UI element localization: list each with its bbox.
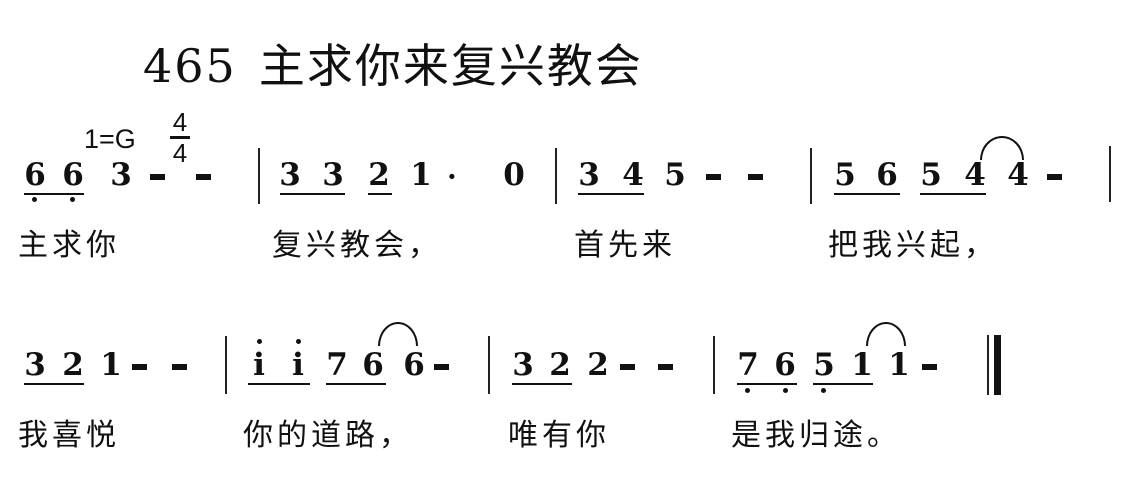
tie-arc xyxy=(378,322,418,346)
hold-dash xyxy=(620,364,635,370)
eighth-underline xyxy=(578,193,644,195)
eighth-underline xyxy=(737,383,797,385)
note: 2 xyxy=(368,157,390,193)
eighth-underline xyxy=(24,193,84,195)
note: 5 xyxy=(920,157,942,193)
note: 7 xyxy=(737,347,759,383)
note: 4 xyxy=(1007,157,1029,193)
note: i xyxy=(292,347,304,383)
eighth-underline xyxy=(248,383,310,385)
final-barline-thin xyxy=(987,335,989,395)
note: 5 xyxy=(813,347,835,383)
low-octave-dot xyxy=(783,388,788,393)
note: 1 xyxy=(100,347,122,383)
eighth-underline xyxy=(920,193,986,195)
hold-dash xyxy=(150,174,165,180)
time-sig-divider xyxy=(170,136,190,139)
lyric: 把我兴起， xyxy=(828,228,998,263)
song-title: 465 主求你来复兴教会 xyxy=(143,30,643,96)
eighth-underline xyxy=(813,383,873,385)
barline xyxy=(258,148,260,204)
note: 7 xyxy=(326,347,348,383)
note: 6 xyxy=(403,347,425,383)
lyric: 首先来 xyxy=(574,228,676,263)
barline xyxy=(810,148,812,204)
low-octave-dot xyxy=(70,197,75,202)
note: 5 xyxy=(834,157,856,193)
low-octave-dot xyxy=(745,388,750,393)
augmentation-dot: · xyxy=(447,160,457,193)
eighth-underline xyxy=(368,193,392,195)
hold-dash xyxy=(172,364,187,370)
note: 4 xyxy=(622,157,644,193)
hold-dash xyxy=(658,364,673,370)
barline xyxy=(713,336,715,394)
lyric: 你的道路， xyxy=(243,418,413,453)
barline xyxy=(1109,146,1111,202)
eighth-underline xyxy=(512,383,572,385)
low-octave-dot xyxy=(821,388,826,393)
high-octave-dot xyxy=(296,339,301,344)
eighth-underline xyxy=(326,383,386,385)
hold-dash xyxy=(434,364,449,370)
note: 6 xyxy=(876,157,898,193)
tie-arc xyxy=(866,322,906,346)
low-octave-dot xyxy=(32,197,37,202)
note: 5 xyxy=(664,157,686,193)
note: 6 xyxy=(774,347,796,383)
tie-arc xyxy=(980,136,1024,160)
note: 3 xyxy=(110,157,132,193)
lyric: 是我归途。 xyxy=(731,418,901,453)
note: 2 xyxy=(587,347,609,383)
note: 2 xyxy=(62,347,84,383)
note: 3 xyxy=(578,157,600,193)
lyric: 我喜悦 xyxy=(18,418,120,453)
hold-dash xyxy=(706,174,721,180)
key-signature: 1=G xyxy=(84,124,136,154)
note: 3 xyxy=(322,157,344,193)
barline xyxy=(488,336,490,394)
note: 1 xyxy=(851,347,873,383)
hold-dash xyxy=(922,364,937,370)
eighth-underline xyxy=(834,193,900,195)
note: 2 xyxy=(549,347,571,383)
note: 6 xyxy=(24,157,46,193)
eighth-underline xyxy=(24,383,84,385)
hymn-number: 465 xyxy=(143,39,237,93)
time-sig-bottom: 4 xyxy=(172,138,188,168)
final-barline-thick xyxy=(994,335,1001,395)
note: 3 xyxy=(512,347,534,383)
hold-dash xyxy=(196,174,211,180)
lyric: 唯有你 xyxy=(508,418,610,453)
note: 0 xyxy=(503,157,525,193)
note: 3 xyxy=(279,157,301,193)
lyric: 主求你 xyxy=(18,228,120,263)
high-octave-dot xyxy=(257,339,262,344)
hold-dash xyxy=(1047,174,1062,180)
note: 1 xyxy=(888,347,910,383)
eighth-underline xyxy=(280,193,345,195)
note: 1 xyxy=(410,157,432,193)
hold-dash xyxy=(132,364,147,370)
note: i xyxy=(253,347,265,383)
hold-dash xyxy=(748,174,763,180)
lyric: 复兴教会， xyxy=(272,228,442,263)
note: 6 xyxy=(62,157,84,193)
note: 6 xyxy=(362,347,384,383)
hymn-title: 主求你来复兴教会 xyxy=(258,39,643,93)
barline xyxy=(225,336,227,394)
barline xyxy=(555,148,557,204)
note: 3 xyxy=(24,347,46,383)
time-sig-top: 4 xyxy=(172,107,188,137)
time-signature: 4 4 xyxy=(170,107,190,168)
note: 4 xyxy=(964,157,986,193)
